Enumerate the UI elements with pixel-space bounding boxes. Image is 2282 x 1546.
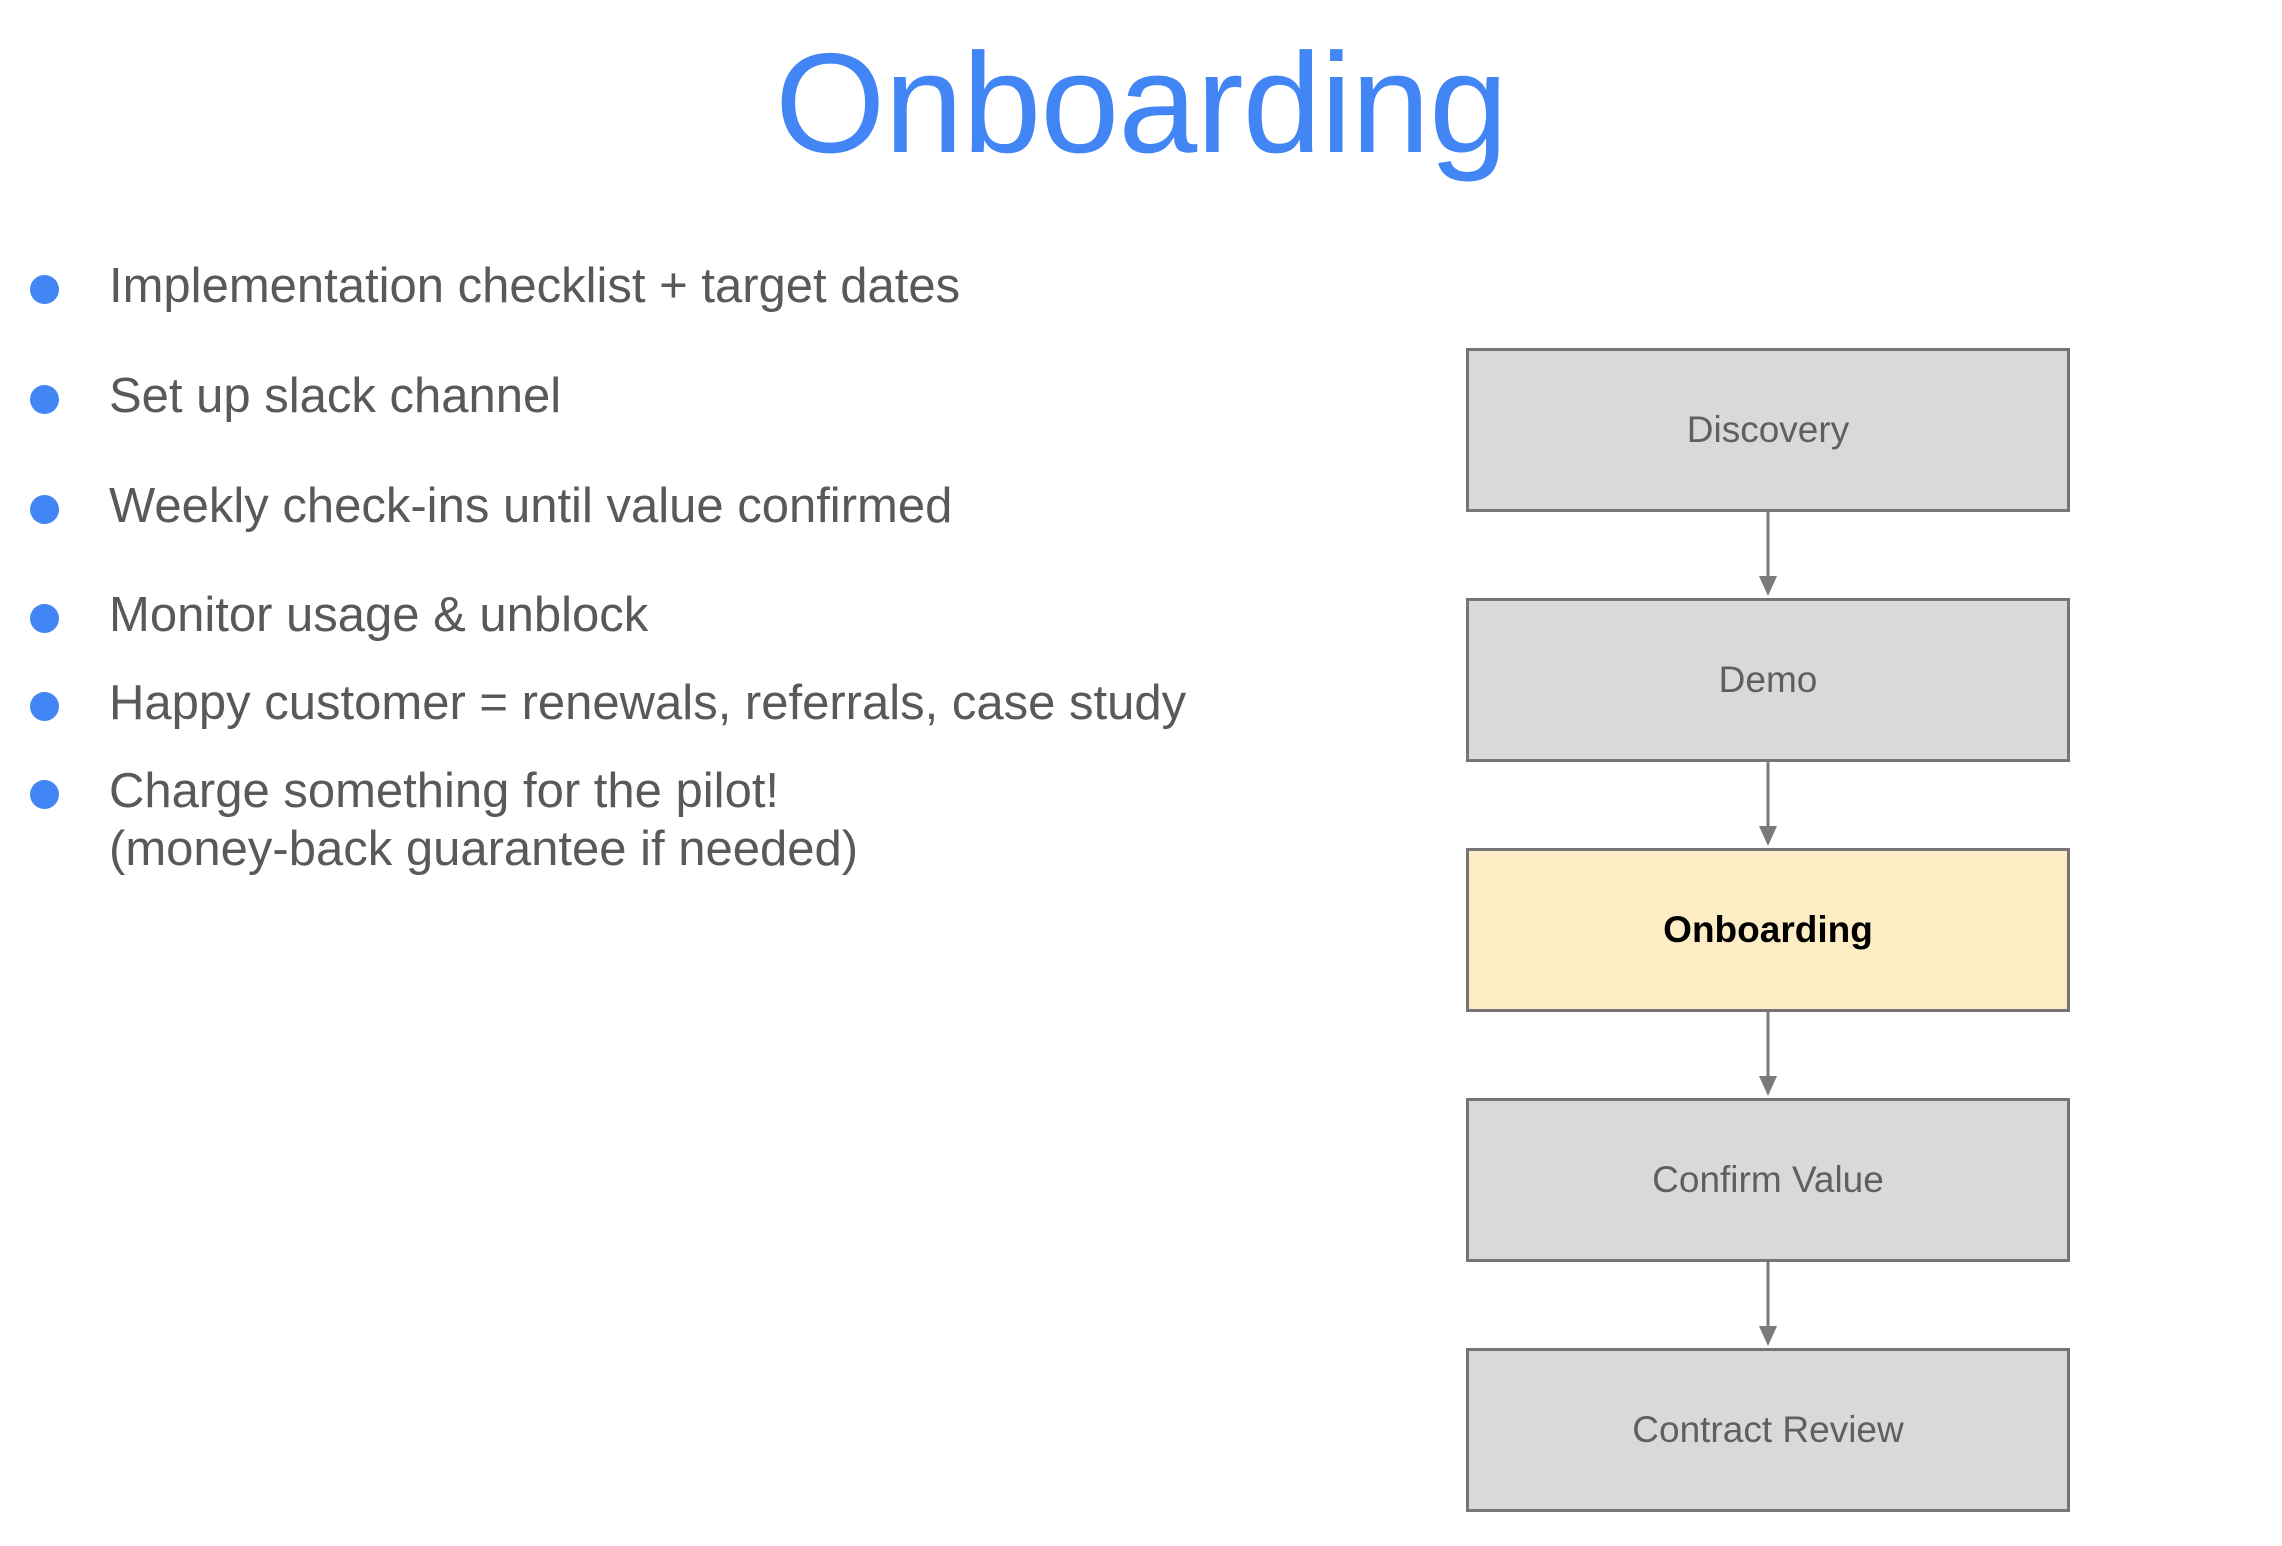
flowchart: Discovery Demo Onboarding Confirm Value …	[1466, 348, 2070, 1512]
flow-arrow-icon	[1759, 1262, 1777, 1346]
bullet-dot-icon	[30, 604, 59, 634]
list-item: Monitor usage & unblock	[30, 587, 1360, 645]
flow-node-label: Discovery	[1686, 409, 1850, 450]
page-title: Onboarding	[774, 24, 1508, 183]
list-item-label-line1: Charge something for the pilot!	[109, 764, 780, 819]
flow-node-demo[interactable]: Demo	[1466, 598, 2070, 762]
flow-arrow-icon	[1759, 1012, 1777, 1096]
flow-arrow-icon	[1759, 762, 1777, 846]
bullet-dot-icon	[30, 275, 59, 304]
list-item-label: Happy customer = renewals, referrals, ca…	[109, 676, 1187, 731]
list-item-label: Set up slack channel	[109, 368, 562, 423]
bullet-dot-icon	[30, 780, 59, 810]
list-item-label: Implementation checklist + target dates	[109, 259, 961, 313]
list-item-label: Weekly check-ins until value confirmed	[109, 478, 953, 533]
list-item: Charge something for the pilot! (money-b…	[30, 763, 1360, 879]
flow-node-discovery[interactable]: Discovery	[1466, 348, 2070, 512]
flow-node-label: Onboarding	[1663, 909, 1873, 950]
list-item-label: Monitor usage & unblock	[109, 588, 649, 643]
bullet-dot-icon	[30, 384, 59, 414]
list-item: Weekly check-ins until value confirmed	[30, 478, 1360, 536]
bullet-list: Implementation checklist + target dates …	[30, 258, 1360, 909]
flow-node-label: Confirm Value	[1652, 1159, 1884, 1200]
flow-node-confirm-value[interactable]: Confirm Value	[1466, 1098, 2070, 1262]
flow-node-label: Demo	[1718, 659, 1818, 700]
bullet-dot-icon	[30, 494, 59, 524]
list-item-label-line2: (money-back guarantee if needed)	[109, 821, 859, 876]
list-item: Happy customer = renewals, referrals, ca…	[30, 675, 1360, 733]
bullet-dot-icon	[30, 692, 59, 722]
flow-node-onboarding[interactable]: Onboarding	[1466, 848, 2070, 1012]
list-item-label-multiline: Charge something for the pilot! (money-b…	[109, 763, 1360, 879]
flow-node-label: Contract Review	[1632, 1409, 1904, 1450]
flow-arrow-icon	[1759, 512, 1777, 596]
list-item: Set up slack channel	[30, 368, 1360, 426]
list-item: Implementation checklist + target dates	[30, 258, 1360, 316]
flow-node-contract-review[interactable]: Contract Review	[1466, 1348, 2070, 1512]
